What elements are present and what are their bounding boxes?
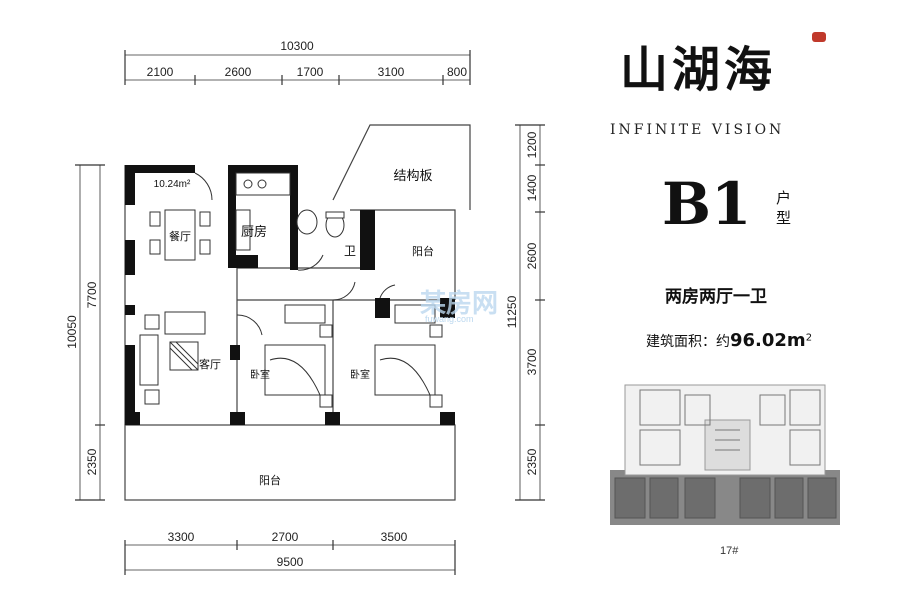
- dim-right-2: 1400: [525, 174, 539, 201]
- dim-right-3: 2600: [525, 242, 539, 269]
- room-structural-slab: 结构板: [393, 168, 432, 183]
- brand-tagline: INFINITE VISION: [610, 122, 785, 138]
- dim-top-4: 3100: [378, 65, 405, 79]
- brand-logo: 山湖海: [620, 42, 777, 98]
- watermark-sub: fuwang.com: [425, 314, 474, 324]
- unit-type-suffix-1: 户: [776, 189, 792, 207]
- seal-mark: [812, 32, 826, 42]
- unit-area: 建筑面积：约96.02m2: [646, 330, 812, 351]
- dim-left-1: 7700: [85, 281, 99, 308]
- key-plan-building-label: 17#: [720, 545, 739, 557]
- watermark-text: 某房网: [420, 289, 499, 319]
- room-living: 客厅: [199, 357, 221, 371]
- room-dining: 餐厅: [169, 229, 191, 243]
- dim-top-total: 10300: [280, 39, 314, 53]
- dim-top-1: 2100: [147, 65, 174, 79]
- dim-right-1: 1200: [525, 131, 539, 158]
- dim-bottom-1: 3300: [168, 530, 195, 544]
- dim-right-total: 11250: [505, 295, 519, 328]
- unit-area-label: 建筑面积：约: [646, 334, 730, 350]
- unit-layout: 两房两厅一卫: [665, 287, 767, 307]
- room-bedroom-1: 卧室: [250, 368, 270, 381]
- room-area-note: 10.24m²: [154, 179, 191, 190]
- unit-type-suffix-2: 型: [776, 209, 792, 227]
- unit-area-value: 96.02m: [730, 330, 806, 351]
- dim-left-2: 2350: [85, 448, 99, 475]
- room-kitchen: 厨房: [241, 224, 267, 239]
- dim-top-2: 2600: [225, 65, 252, 79]
- unit-area-unit: 2: [805, 332, 813, 344]
- dim-left-total: 10050: [65, 315, 79, 349]
- dim-right-4: 3700: [525, 348, 539, 375]
- room-balcony-main: 阳台: [259, 473, 281, 487]
- room-bath: 卫: [344, 244, 356, 258]
- unit-type-code: B1: [662, 170, 752, 238]
- dim-right-5: 2350: [525, 448, 539, 475]
- key-plan: [610, 384, 840, 525]
- dim-bottom-3: 3500: [381, 530, 408, 544]
- dim-bottom-2: 2700: [272, 530, 299, 544]
- dim-top-5: 800: [447, 65, 467, 79]
- room-balcony-small: 阳台: [412, 244, 434, 258]
- unit-type-suffix: 户 型: [776, 188, 791, 228]
- dim-bottom-total: 9500: [277, 555, 304, 569]
- room-bedroom-2: 卧室: [350, 368, 370, 381]
- dim-top-3: 1700: [297, 65, 324, 79]
